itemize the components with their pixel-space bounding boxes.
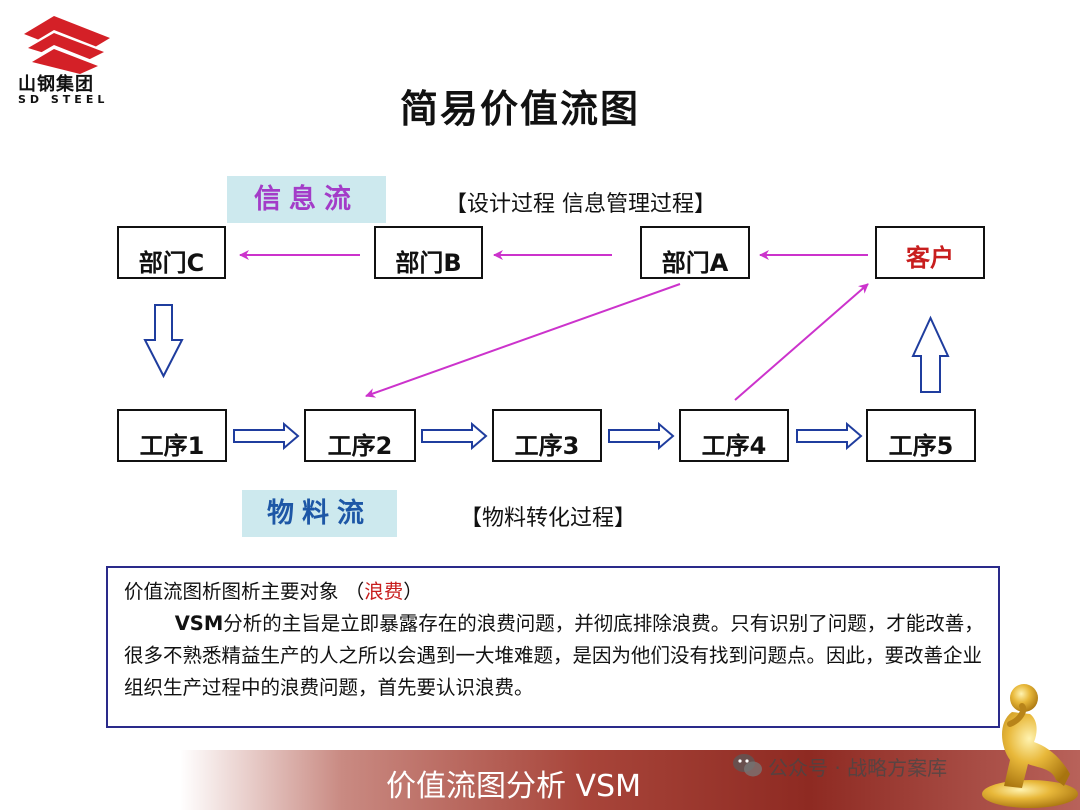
hollow-up-arrow [911,315,950,393]
vsm-explanation-box: 价值流图析图析主要对象 （浪费） VSM分析的主旨是立即暴露存在的浪费问题，并彻… [106,566,1000,728]
bottom-banner [180,750,1080,810]
logo-chinese-name: 山钢集团 [18,74,94,95]
textbox-heading-text: 价值流图析图析主要对象 （ [124,580,365,603]
hollow-right-arrow-3-4 [608,421,675,451]
process-3-box: 工序3 [492,409,602,462]
textbox-body-text: 分析的主旨是立即暴露存在的浪费问题，并彻底排除浪费。只有识别了问题，才能改善，很… [124,612,984,699]
arrow-process-4-to-customer [734,283,869,401]
textbox-body-vsm: VSM [174,612,224,635]
process-4-box: 工序4 [679,409,789,462]
page-title: 简易价值流图 [399,87,640,131]
material-flow-note: 【物料转化过程】 [460,506,637,531]
logo-english-name: SD STEEL [18,93,109,106]
department-a-box: 部门A [640,226,750,279]
textbox-heading-waste: 浪费 [364,580,404,603]
customer-box: 客户 [875,226,985,279]
material-flow-label: 物料流 [242,490,397,537]
info-flow-note: 【设计过程 信息管理过程】 [445,192,716,217]
process-1-box: 工序1 [117,409,227,462]
textbox-body: VSM分析的主旨是立即暴露存在的浪费问题，并彻底排除浪费。只有识别了问题，才能改… [124,608,984,704]
hollow-right-arrow-2-3 [421,421,488,451]
department-b-box: 部门B [374,226,483,279]
watermark-label: 公众号 · 战略方案库 [768,756,948,780]
hollow-right-arrow-1-2 [233,421,300,451]
info-flow-label: 信息流 [227,176,386,223]
textbox-heading-end: ） [403,580,423,603]
process-5-box: 工序5 [866,409,976,462]
watermark-text: 公众号 · 战略方案库 [728,752,947,781]
gold-thinker-figure-icon [982,684,1078,808]
sd-steel-logo-icon [24,16,110,76]
arrow-dept-a-to-process-2 [365,283,681,398]
hollow-right-arrow-4-5 [796,421,863,451]
process-2-box: 工序2 [304,409,416,462]
department-c-box: 部门C [117,226,226,279]
bottom-banner-text: 价值流图分析 VSM [386,769,641,804]
hollow-down-arrow [143,304,184,379]
textbox-heading: 价值流图析图析主要对象 （浪费） [124,576,984,608]
wechat-icon [733,754,762,777]
